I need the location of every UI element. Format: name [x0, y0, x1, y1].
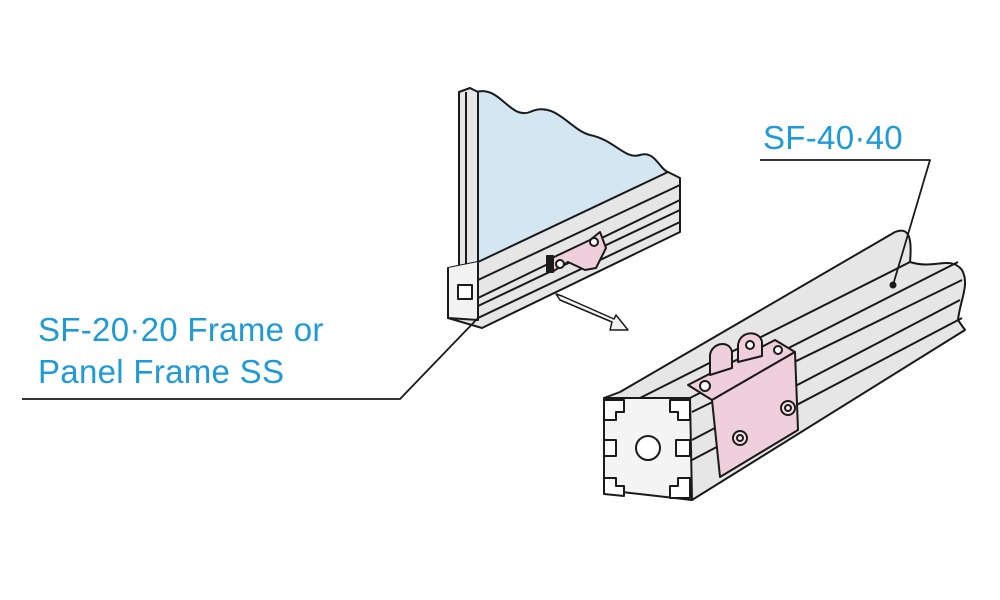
direction-arrow [555, 293, 629, 331]
left-label-line-1: SF-20·20 Frame or [38, 311, 324, 348]
bolt-2 [780, 400, 796, 416]
bolt-1 [732, 430, 748, 446]
bracket-lug-1 [709, 343, 733, 376]
glass-panel [475, 90, 669, 276]
small-rail [447, 171, 681, 329]
left-label-line-2: Panel Frame SS [38, 353, 285, 390]
left-leader-line [22, 317, 479, 400]
left-callout-label: SF-20·20 Frame or Panel Frame SS [38, 309, 324, 393]
right-callout-label: SF-40·40 [763, 119, 903, 156]
bracket-front-plate [711, 351, 799, 478]
right-leader-line [760, 159, 931, 286]
